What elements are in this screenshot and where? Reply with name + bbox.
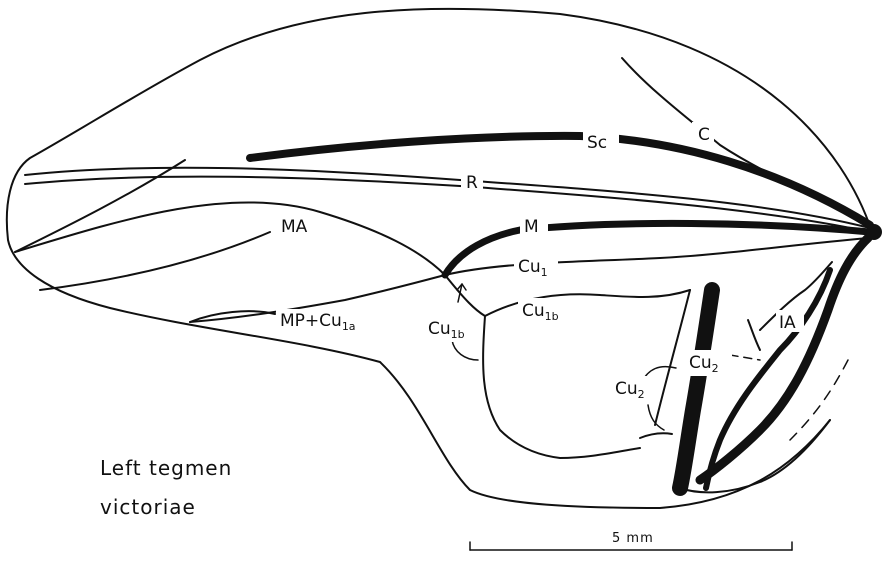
anal-loop-inner	[706, 270, 830, 488]
ia-connector	[748, 320, 760, 350]
vein-m	[445, 223, 870, 275]
label-r: R	[466, 173, 478, 193]
label-c: C	[698, 125, 710, 145]
cu2-dash	[730, 355, 760, 360]
vein-cu1b	[485, 290, 690, 316]
cu2-bottom-edge	[640, 433, 672, 438]
basal-vein-2	[40, 232, 270, 290]
label-m: M	[524, 217, 539, 237]
scale-bar-label: 5 mm	[612, 531, 654, 546]
vein-cu2	[680, 290, 712, 488]
label-ma: MA	[281, 217, 308, 237]
caption-line-1: Left tegmen	[100, 456, 232, 480]
vein-cu1	[445, 238, 868, 275]
caption-line-2: victoriae	[100, 495, 196, 519]
vein-ma	[15, 202, 485, 316]
label-ia: IA	[779, 313, 796, 333]
wing-apex-node	[866, 224, 882, 240]
label-sc: Sc	[587, 133, 607, 153]
vein-cu2-branch	[655, 290, 690, 425]
wing-outline	[7, 9, 872, 508]
arrow-cu1b-lower	[452, 340, 478, 360]
